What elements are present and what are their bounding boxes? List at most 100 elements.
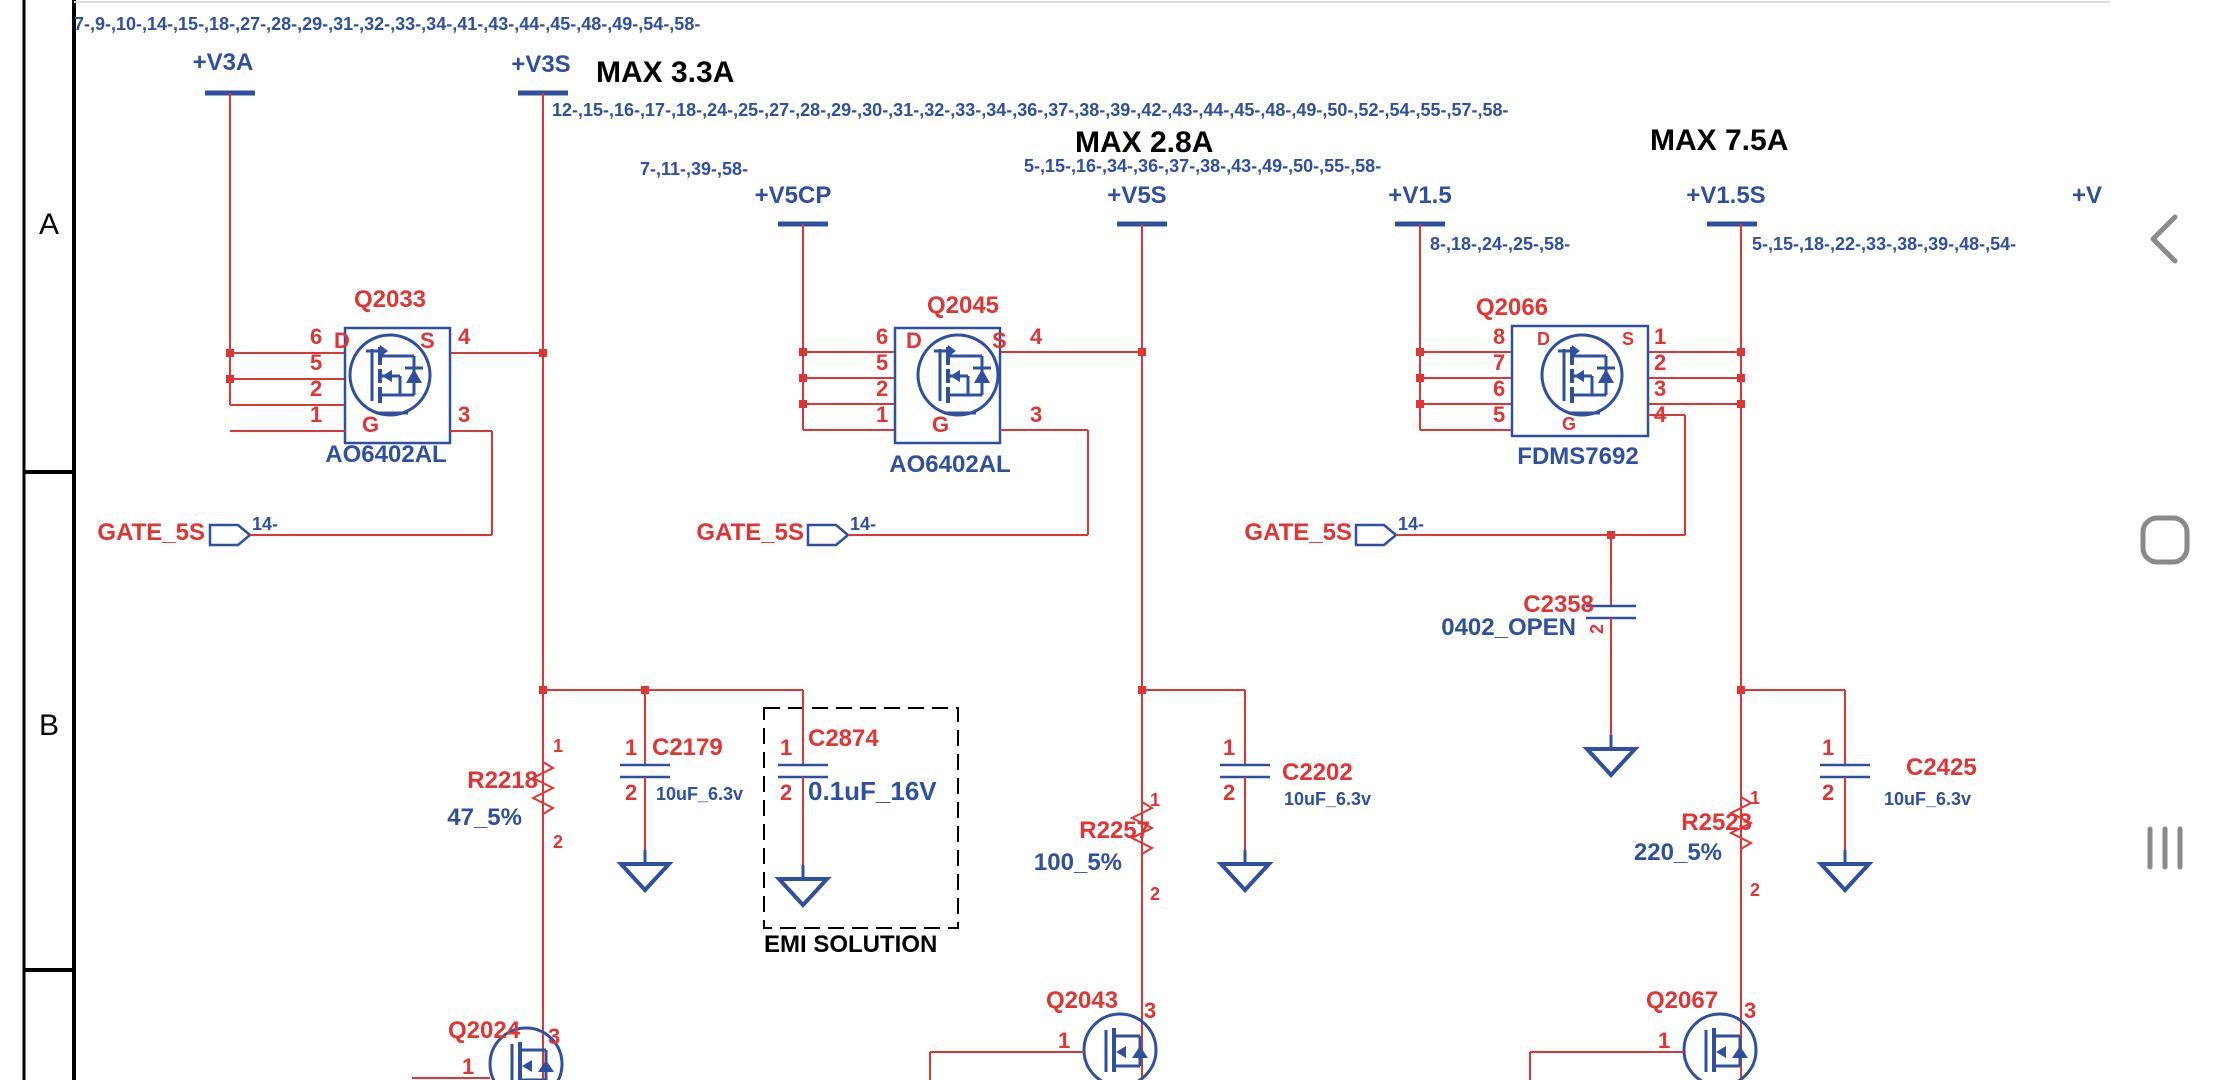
c2425-pin-1: 1	[1822, 735, 1834, 760]
q2045-ref: Q2045	[927, 292, 999, 319]
c2874-pin-2: 2	[780, 780, 792, 805]
v15s-max-current: MAX 7.5A	[1650, 124, 1788, 157]
gate-net-2: GATE_5S 14-	[696, 514, 1088, 547]
v5cp-net-refs: 7-,11-,39-,58-	[640, 159, 748, 179]
v5cp-rail: 7-,11-,39-,58- +V5CP	[640, 159, 895, 431]
q2067-ref: Q2067	[1646, 987, 1718, 1014]
c2202-pin-2: 2	[1223, 780, 1235, 805]
q2066-ref: Q2066	[1476, 294, 1548, 321]
q2045-source-letter: S	[992, 328, 1007, 353]
gate-ref-2: 14-	[850, 514, 876, 534]
r2257-pin-2: 2	[1150, 884, 1160, 904]
v-partial-net-label: +V	[2072, 182, 2102, 209]
gate-net-3: GATE_5S 14- C2358 0402_OPEN 2	[1244, 514, 1685, 777]
emi-solution-label: EMI SOLUTION	[764, 931, 937, 958]
v5s-rail: MAX 2.8A 5-,15-,16-,34-,36-,37-,38-,43-,…	[1000, 126, 1381, 1080]
q2045-pin-3: 3	[1030, 402, 1042, 427]
q2066-pin-5: 5	[1493, 402, 1505, 427]
c2425-value: 10uF_6.3v	[1884, 789, 1971, 809]
q2024-ref: Q2024	[448, 1017, 521, 1044]
c2874-pin-1: 1	[780, 735, 792, 760]
q2033-pin-2: 2	[310, 376, 322, 401]
q2067-pin-1: 1	[1658, 1028, 1670, 1053]
q2043-pin-3: 3	[1144, 998, 1156, 1023]
q2033-pin-5: 5	[310, 350, 322, 375]
back-button[interactable]	[2110, 184, 2220, 294]
q2066-pin-8: 8	[1493, 324, 1505, 349]
q2043-pin-1: 1	[1058, 1028, 1070, 1053]
q2066-pin-7: 7	[1493, 350, 1505, 375]
q2033-mosfet: Q2033 6 5 2 1 4 3 D S G AO6402AL	[230, 286, 493, 535]
q2045-pin-6: 6	[876, 324, 888, 349]
r2257-pin-1: 1	[1150, 790, 1160, 810]
v5s-net-refs: 5-,15-,16-,34-,36-,37-,38-,43-,49-,50-,5…	[1024, 156, 1381, 176]
q2066-source-letter: S	[1622, 329, 1634, 349]
c2179-pin-1: 1	[625, 735, 637, 760]
gate-ref-1: 14-	[252, 514, 278, 534]
q2033-pin-3: 3	[458, 402, 470, 427]
c2358-pin-2: 2	[1587, 624, 1607, 634]
q2045-pin-2: 2	[876, 376, 888, 401]
c2874-value: 0.1uF_16V	[808, 776, 937, 806]
gate-label-3: GATE_5S	[1244, 519, 1352, 546]
c2425-pin-2: 2	[1822, 780, 1834, 805]
r2257-value: 100_5%	[1034, 849, 1122, 876]
gate-ref-3: 14-	[1398, 514, 1424, 534]
c2425-ref: C2425	[1906, 754, 1977, 781]
r2218-value: 47_5%	[447, 804, 522, 831]
q2045-pin-5: 5	[876, 350, 888, 375]
c2874-ref: C2874	[808, 725, 879, 752]
q2066-pin-1: 1	[1654, 324, 1666, 349]
r2218-ref: R2218	[467, 767, 538, 794]
c2202-value: 10uF_6.3v	[1284, 789, 1371, 809]
q2024-pin-3: 3	[548, 1024, 560, 1049]
q2066-mosfet: Q2066 8 7 6 5 1 2 3 4 D S G FDMS7692	[1476, 294, 1686, 535]
v5cp-net-label: +V5CP	[755, 182, 832, 209]
c2358-ref: C2358	[1523, 591, 1594, 618]
row-label-b: B	[39, 709, 59, 742]
q2045-pin-1: 1	[876, 402, 888, 427]
v3s-lower-circuit: 1 2 C2179 10uF_6.3v 1 2 C2874 0.1uF_16V …	[412, 686, 959, 1080]
v15s-net-label: +V1.5S	[1686, 182, 1765, 209]
r2523-value: 220_5%	[1634, 839, 1722, 866]
top-net-refs: 7-,9-,10-,14-,15-,18-,27-,28-,29-,31-,32…	[74, 14, 700, 34]
system-navigation-bar	[2110, 0, 2220, 1080]
r2523-ref: R2523	[1681, 809, 1752, 836]
v3s-rail: +V3S MAX 3.3A 12-,15-,16-,17-,18-,24-,25…	[450, 51, 1509, 1080]
q2066-part: FDMS7692	[1517, 443, 1638, 470]
v15s-net-refs: 5-,15-,18-,22-,33-,38-,39-,48-,54-	[1752, 234, 2016, 254]
sheet-frame: A B	[22, 0, 2110, 1080]
q2045-part: AO6402AL	[889, 451, 1010, 478]
q2033-gate-letter: G	[362, 412, 379, 437]
q2033-pin-6: 6	[310, 324, 322, 349]
back-chevron-icon	[2150, 214, 2178, 264]
q2066-pin-6: 6	[1493, 376, 1505, 401]
gate-label-2: GATE_5S	[696, 519, 804, 546]
q2024-pin-1: 1	[462, 1054, 474, 1079]
v15s-lower-circuit: 1 2 C2425 10uF_6.3v 1 2 R2523 220_5% Q20…	[1529, 686, 1977, 1080]
c2179-ref: C2179	[652, 734, 723, 761]
q2045-gate-letter: G	[932, 412, 949, 437]
q2045-pin-4: 4	[1030, 324, 1043, 349]
r2523-pin-2: 2	[1750, 880, 1760, 900]
gate-label-1: GATE_5S	[97, 519, 205, 546]
r2218-pin-2: 2	[553, 832, 563, 852]
v3s-net-label: +V3S	[511, 51, 570, 78]
q2033-pin-4: 4	[458, 324, 471, 349]
schematic-diagram: A B 7-,9-,10-,14-,15-,18-,27-,28-,29-,31…	[22, 0, 2110, 1080]
v3a-net-label: +V3A	[193, 49, 254, 76]
recents-button[interactable]	[2110, 793, 2220, 903]
emi-solution-box	[763, 707, 959, 929]
q2066-pin-3: 3	[1654, 376, 1666, 401]
home-button[interactable]	[2110, 485, 2220, 595]
v15-rail: +V1.5 8-,18-,24-,25-,58-	[1388, 182, 1570, 431]
v15-net-refs: 8-,18-,24-,25-,58-	[1430, 234, 1570, 254]
v5s-lower-circuit: 1 2 C2202 10uF_6.3v 1 2 R2257 100_5% Q20…	[929, 686, 1371, 1080]
r2257-ref: R2257	[1079, 817, 1150, 844]
v15-net-label: +V1.5	[1388, 182, 1451, 209]
r2218-pin-1: 1	[553, 736, 563, 756]
q2045-mosfet: Q2045 6 5 2 1 4 3 D S G AO6402AL	[876, 292, 1089, 535]
v5s-max-current: MAX 2.8A	[1075, 126, 1213, 159]
q2033-part: AO6402AL	[325, 441, 446, 468]
c2179-value: 10uF_6.3v	[656, 784, 743, 804]
